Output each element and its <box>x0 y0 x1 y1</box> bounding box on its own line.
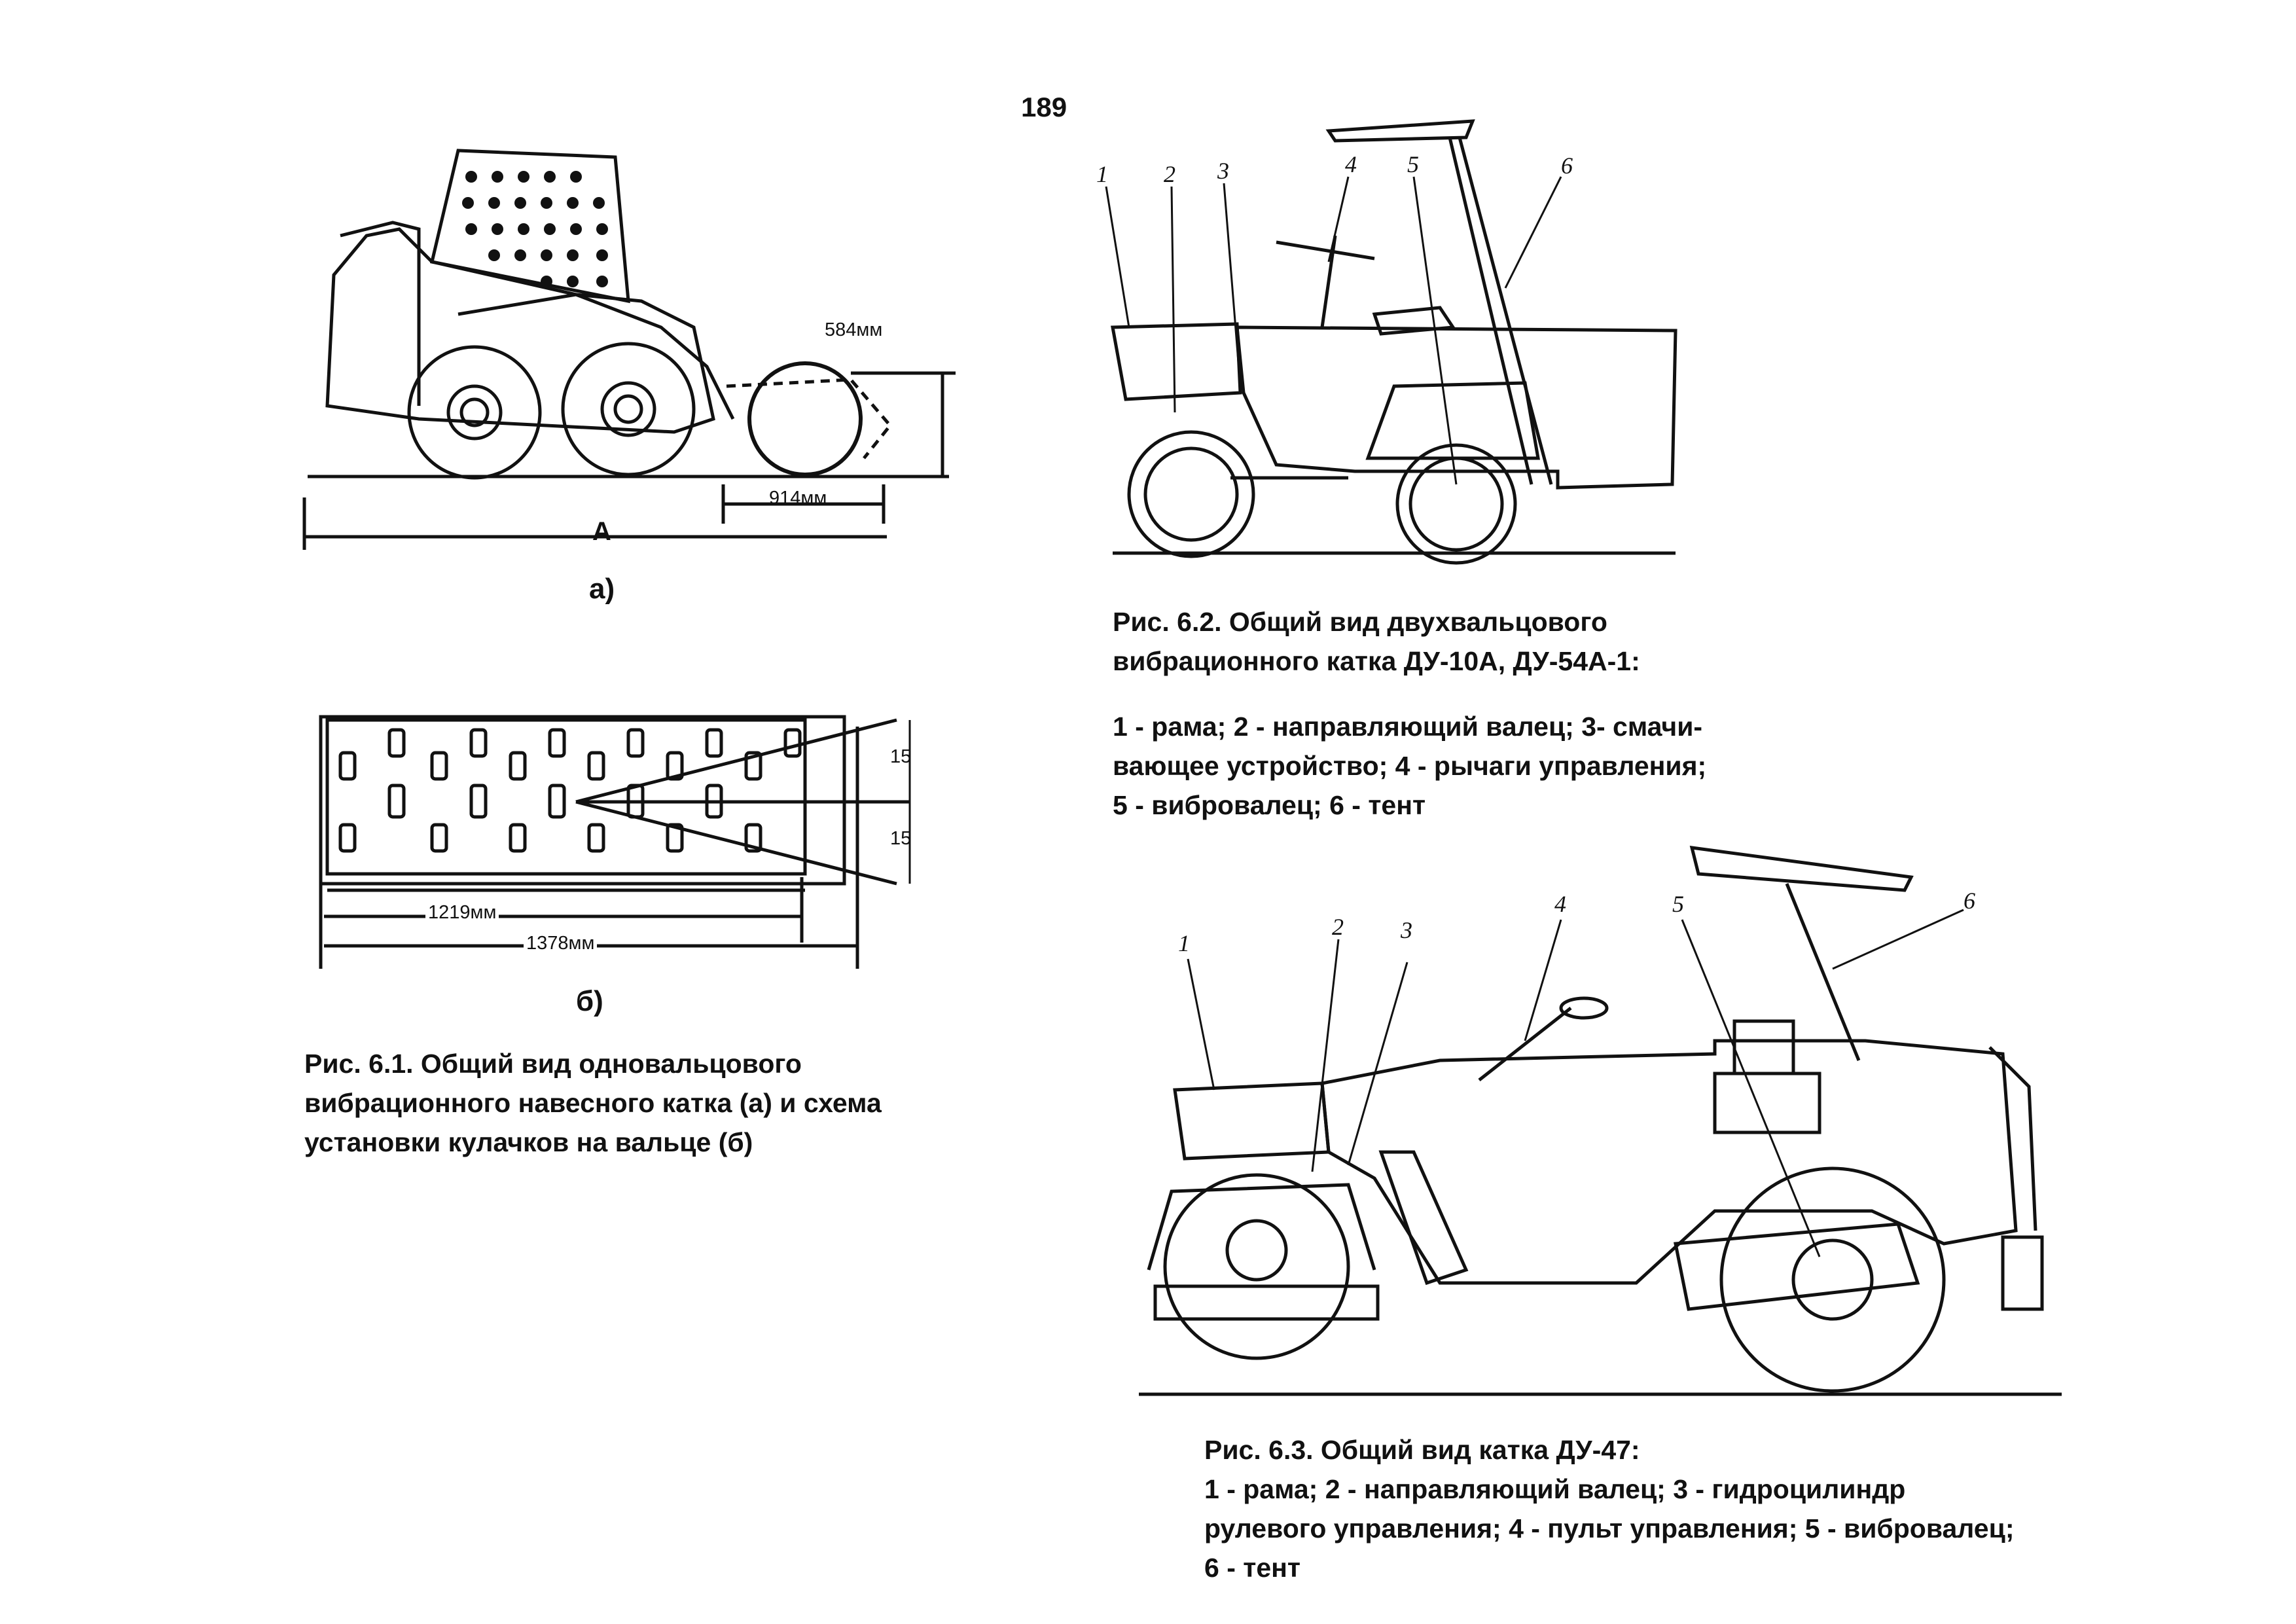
fig-6-3-callout-4: 4 <box>1554 891 1566 917</box>
fig-6-3-callout-6: 6 <box>1964 888 1975 914</box>
dim-A-label: А <box>592 517 611 546</box>
front-frame-6-3 <box>1173 1081 1331 1161</box>
fig-6-3-callout-3: 3 <box>1401 917 1412 943</box>
canopy-post <box>1458 137 1553 485</box>
padfoot-drum <box>747 361 863 477</box>
figure-6-2-caption-legend: 1 - рама; 2 - направляющий валец; 3- сма… <box>1113 712 1707 820</box>
fig-6-3-callout-2: 2 <box>1332 914 1344 940</box>
main-frame <box>1235 325 1677 490</box>
dim-angle-1-label: 15 <box>890 746 912 767</box>
subfigure-label-b: б) <box>576 985 603 1017</box>
dim-outer-label: 1378мм <box>524 933 598 954</box>
main-body-6-3 <box>1320 1039 2018 1285</box>
front-drum <box>1127 430 1255 558</box>
front-wheel <box>561 342 696 477</box>
figure-6-1-caption: Рис. 6.1. Общий вид одновальцового вибра… <box>304 1049 882 1157</box>
fig-6-3-callout-5: 5 <box>1672 891 1684 917</box>
fig-6-2-callout-4: 4 <box>1345 151 1357 177</box>
fig-6-2-callout-5: 5 <box>1407 151 1419 177</box>
engine-cap <box>1732 1019 1795 1075</box>
fig-6-2-callout-2: 2 <box>1164 161 1175 187</box>
fig-6-2-callout-6: 6 <box>1561 153 1573 179</box>
page-number: 189 <box>1021 92 1067 122</box>
rear-drum <box>1395 443 1517 565</box>
canopy-6-3 <box>1689 846 1914 892</box>
fig-6-2-callout-3: 3 <box>1217 158 1229 184</box>
dim-height-label: 584мм <box>825 319 883 340</box>
rear-wheel <box>407 345 542 480</box>
rear-drum-6-3 <box>1719 1166 1946 1393</box>
fig-6-3-callout-1: 1 <box>1178 930 1190 956</box>
canopy <box>1325 119 1475 143</box>
dim-angle-2-label: 15 <box>890 828 912 849</box>
hydraulic-cylinder <box>1378 1150 1469 1286</box>
figure-6-3-caption: Рис. 6.3. Общий вид катка ДУ-47: 1 - рам… <box>1204 1435 2015 1583</box>
canopy-post-6-3 <box>1785 883 1861 1061</box>
steering-column <box>1478 1007 1572 1081</box>
front-frame <box>1111 322 1242 401</box>
fig-6-2-callout-1: 1 <box>1096 161 1108 187</box>
operator-cage <box>429 149 630 304</box>
front-drum-6-3 <box>1163 1173 1350 1360</box>
dim-drum-label: 914мм <box>769 488 827 509</box>
figure-6-2-caption-title: Рис. 6.2. Общий вид двухвальцового вибра… <box>1113 607 1640 676</box>
subfigure-label-a: а) <box>589 573 615 605</box>
dim-inner-label: 1219мм <box>425 902 499 924</box>
drum-outline <box>325 718 807 876</box>
